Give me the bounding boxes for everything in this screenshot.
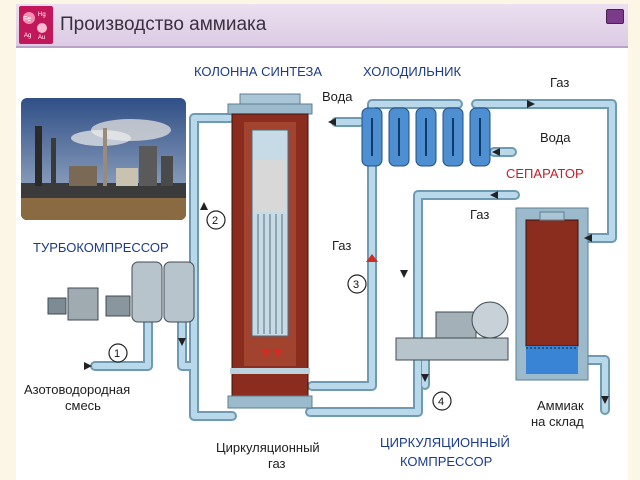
circulation-compressor xyxy=(395,301,509,361)
synthesis-column xyxy=(227,93,313,409)
svg-text:Fe: Fe xyxy=(23,16,31,23)
svg-text:Ag: Ag xyxy=(24,33,31,39)
gas-top-label: Газ xyxy=(550,75,570,90)
circulation-gas-label-line2: газ xyxy=(268,456,286,471)
svg-text:1: 1 xyxy=(114,348,120,360)
svg-text:4: 4 xyxy=(438,396,444,408)
page-title: Производство аммиака xyxy=(60,14,267,35)
turbocompressor-label: ТУРБОКОМПРЕССОР xyxy=(33,240,169,255)
svg-text:Au: Au xyxy=(38,35,45,41)
cooler xyxy=(361,107,491,167)
turbocompressor xyxy=(47,261,195,323)
feed-label-line1: Азотоводородная xyxy=(24,382,131,397)
ammonia-label-line1: Аммиак xyxy=(537,398,584,413)
separator-label: СЕПАРАТОР xyxy=(506,166,584,181)
synthesis-column-label: КОЛОННА СИНТЕЗА xyxy=(194,64,323,79)
marker-3: 3 xyxy=(347,274,367,294)
svg-text:3: 3 xyxy=(353,279,359,291)
cooler-label: ХОЛОДИЛЬНИК xyxy=(363,64,462,79)
marker-4: 4 xyxy=(432,391,452,411)
svg-text:Hg: Hg xyxy=(38,12,46,18)
marker-1: 1 xyxy=(108,343,128,363)
slide-header: Fe Hg Ag Au Производство аммиака xyxy=(16,4,628,48)
chemistry-logo: Fe Hg Ag Au xyxy=(19,6,53,44)
marker-2: 2 xyxy=(206,210,226,230)
gas-mid-label: Газ xyxy=(332,238,352,253)
menu-icon[interactable] xyxy=(606,9,624,24)
gas-separator-label: Газ xyxy=(470,207,490,222)
svg-text:2: 2 xyxy=(212,215,218,227)
separator xyxy=(515,207,589,381)
water-right-label: Вода xyxy=(540,130,571,145)
circulation-gas-label-line1: Циркуляционный xyxy=(216,440,320,455)
ammonia-plant-photo xyxy=(21,98,186,220)
circulation-compressor-label-line1: ЦИРКУЛЯЦИОННЫЙ xyxy=(380,435,510,450)
ammonia-label-line2: на склад xyxy=(531,414,584,429)
pipe-network xyxy=(90,99,617,421)
water-top-label: Вода xyxy=(322,89,353,104)
circulation-compressor-label-line2: КОМПРЕССОР xyxy=(400,454,493,469)
flow-arrows xyxy=(84,100,609,404)
feed-label-line2: смесь xyxy=(65,398,101,413)
